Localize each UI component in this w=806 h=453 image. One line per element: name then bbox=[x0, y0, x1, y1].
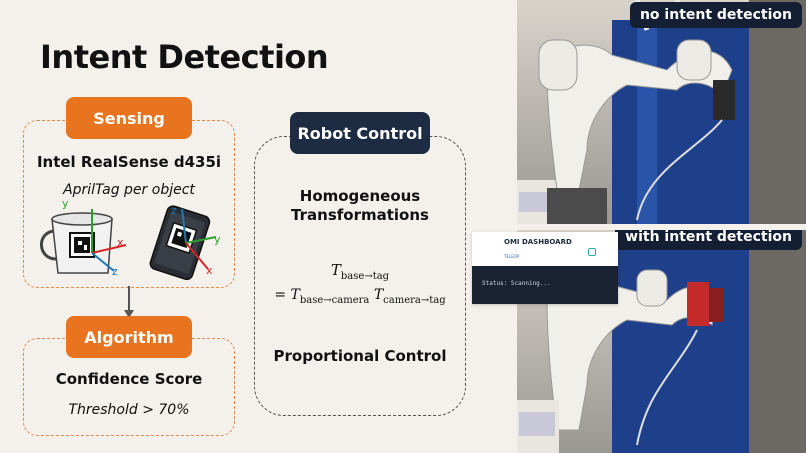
flow-arrow bbox=[124, 286, 134, 318]
sensing-device-label: Intel RealSense d435i bbox=[36, 153, 222, 171]
phone-axis-z: z bbox=[171, 204, 177, 217]
mug-axis-y: y bbox=[62, 197, 69, 210]
eq-equals: = bbox=[274, 287, 287, 303]
eq-rhs1-symbol: T bbox=[290, 287, 300, 303]
eq-lhs-symbol: T bbox=[330, 261, 341, 279]
algorithm-metric: Confidence Score bbox=[55, 370, 203, 388]
dashboard-tab-teleop[interactable]: TELEOP bbox=[504, 254, 520, 259]
video-no-intent-frame bbox=[517, 0, 806, 224]
algorithm-header: Algorithm bbox=[66, 316, 192, 358]
video-with-intent[interactable]: with intent detection bbox=[517, 230, 806, 453]
sensing-header: Sensing bbox=[66, 97, 192, 139]
eq-rhs1-sub: base→camera bbox=[299, 294, 370, 306]
eq-rhs2-sub: camera→tag bbox=[383, 294, 446, 306]
algorithm-box: Confidence Score Threshold > 70% bbox=[23, 338, 235, 436]
phone-axis-y: y bbox=[214, 233, 221, 246]
eq-rhs2-symbol: T bbox=[373, 287, 384, 303]
robot-line2: Transformations bbox=[291, 206, 429, 224]
robot-line1: Homogeneous bbox=[299, 187, 421, 205]
phone-illustration bbox=[149, 205, 217, 281]
transform-equation-rhs: = Tbase→camera Tcamera→tag bbox=[255, 287, 465, 306]
sensing-method-label: AprilTag per object bbox=[63, 182, 195, 198]
dashboard-title: OMI DASHBOARD bbox=[504, 238, 572, 246]
mug-axis-x: x bbox=[117, 236, 124, 249]
video-no-intent[interactable]: no intent detection bbox=[517, 0, 806, 224]
transform-equation-lhs: Tbase→tag bbox=[255, 261, 465, 282]
robot-control-header: Robot Control bbox=[290, 112, 430, 154]
robot-footer: Proportional Control bbox=[273, 347, 447, 365]
dashboard-logo-icon bbox=[588, 248, 596, 256]
algorithm-threshold: Threshold > 70% bbox=[68, 402, 190, 418]
video-with-intent-frame bbox=[517, 230, 806, 453]
mug-illustration bbox=[40, 209, 127, 274]
mug-axis-z: z bbox=[112, 265, 118, 278]
dashboard-status-text: Status: Scanning... bbox=[482, 280, 551, 287]
omi-dashboard[interactable]: OMI DASHBOARD TELEOP Status: Scanning... bbox=[472, 232, 618, 304]
video-with-intent-label: with intent detection bbox=[615, 230, 802, 250]
video-no-intent-label: no intent detection bbox=[629, 2, 802, 28]
phone-axis-x: x bbox=[206, 264, 213, 277]
dashboard-status-panel: Status: Scanning... bbox=[472, 266, 618, 304]
sensing-box: Intel RealSense d435i AprilTag per objec… bbox=[23, 120, 235, 288]
robot-control-box: Homogeneous Transformations Tbase→tag = … bbox=[254, 136, 466, 416]
eq-lhs-sub: base→tag bbox=[340, 271, 390, 282]
slide-title: Intent Detection bbox=[40, 38, 329, 76]
